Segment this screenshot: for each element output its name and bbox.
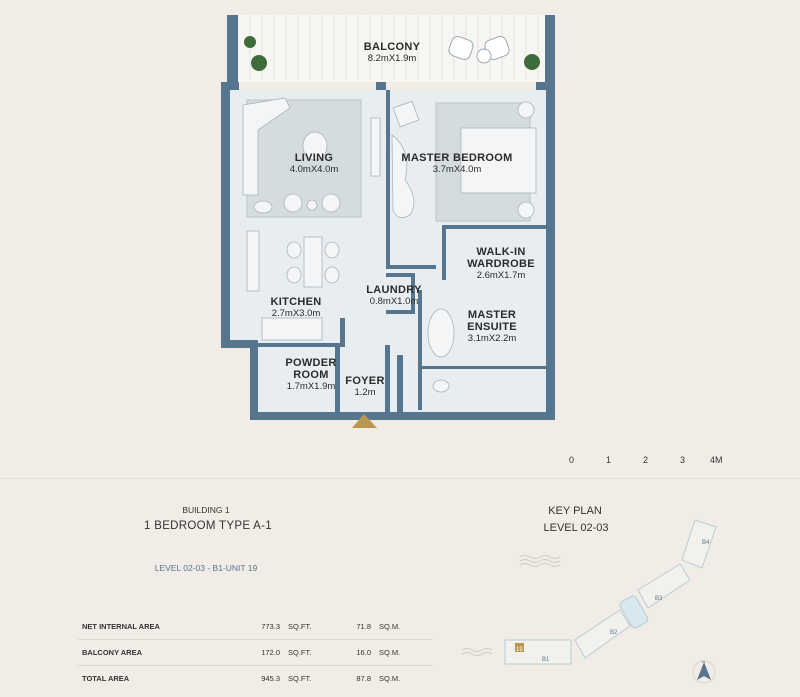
key-plan-b1	[504, 639, 572, 665]
key-plan-level: LEVEL 02-03	[543, 522, 609, 534]
key-plan-b3	[637, 563, 691, 609]
unit-type: 1 BEDROOM TYPE A-1	[144, 520, 272, 532]
scale-tick-0: 0	[569, 455, 575, 465]
area-sqft: 773.3	[236, 614, 284, 640]
key-plan-map: 19 B1 B2 B3 B4 N	[461, 519, 717, 684]
bathtub	[427, 308, 455, 358]
dining-table	[303, 236, 323, 288]
key-plan-b4-label: B4	[702, 540, 710, 546]
scale-tick-1: 1	[606, 455, 612, 465]
area-sqft: 172.0	[236, 639, 284, 666]
area-sqm: 71.8	[347, 614, 375, 640]
area-sqm: 16.0	[347, 639, 375, 666]
scale-tick-3: 3	[680, 455, 686, 465]
scale-tick-2: 2	[643, 455, 649, 465]
area-label: BALCONY AREA	[78, 639, 236, 666]
area-sqft-unit: SQ.FT.	[284, 639, 347, 666]
walls	[221, 15, 555, 420]
key-plan-b4	[681, 519, 717, 569]
key-plan-amenity	[619, 595, 649, 629]
area-sqm-unit: SQ.M.	[379, 674, 401, 683]
plant-icon	[244, 36, 256, 48]
plant-icon	[524, 54, 540, 70]
bed	[460, 127, 537, 194]
key-plan-b1-label: B1	[542, 657, 550, 663]
area-sqm-unit: SQ.M.	[375, 614, 433, 640]
key-plan-title: KEY PLAN	[548, 505, 602, 517]
sofa	[242, 97, 291, 196]
area-sqm: 87.8	[356, 674, 371, 683]
area-sqft-unit: SQ.FT.	[284, 614, 347, 640]
level-unit: LEVEL 02-03 - B1-UNIT 19	[154, 563, 258, 573]
north-arrow-circle	[692, 660, 716, 684]
area-sqm-unit: SQ.M.	[375, 639, 433, 666]
area-label: NET INTERNAL AREA	[78, 614, 236, 640]
table-row: TOTAL AREA 945.3 SQ.FT. 87.8 SQ.M.	[78, 666, 433, 692]
floor-plan	[221, 15, 555, 428]
key-plan-unit-label: 19	[516, 647, 523, 653]
key-plan-b2-label: B2	[610, 630, 618, 636]
north-label: N	[702, 659, 705, 664]
water-icon	[461, 555, 561, 656]
key-plan-b2	[574, 609, 631, 659]
scale-tick-4m: 4M	[710, 455, 723, 465]
key-plan-b3-label: B3	[655, 596, 663, 602]
area-label: TOTAL AREA	[82, 674, 130, 683]
coffee-table	[302, 131, 328, 161]
divider	[0, 478, 800, 479]
area-sqft-unit: SQ.FT.	[288, 674, 312, 683]
area-sqft: 945.3	[261, 674, 280, 683]
entry-marker	[352, 414, 377, 428]
north-arrow-icon	[697, 662, 711, 680]
plant-icon	[251, 55, 267, 71]
building-label: BUILDING 1	[182, 505, 230, 515]
balcony-chairs	[448, 36, 510, 64]
toilet	[432, 379, 450, 393]
key-plan-unit-highlight	[515, 643, 524, 652]
